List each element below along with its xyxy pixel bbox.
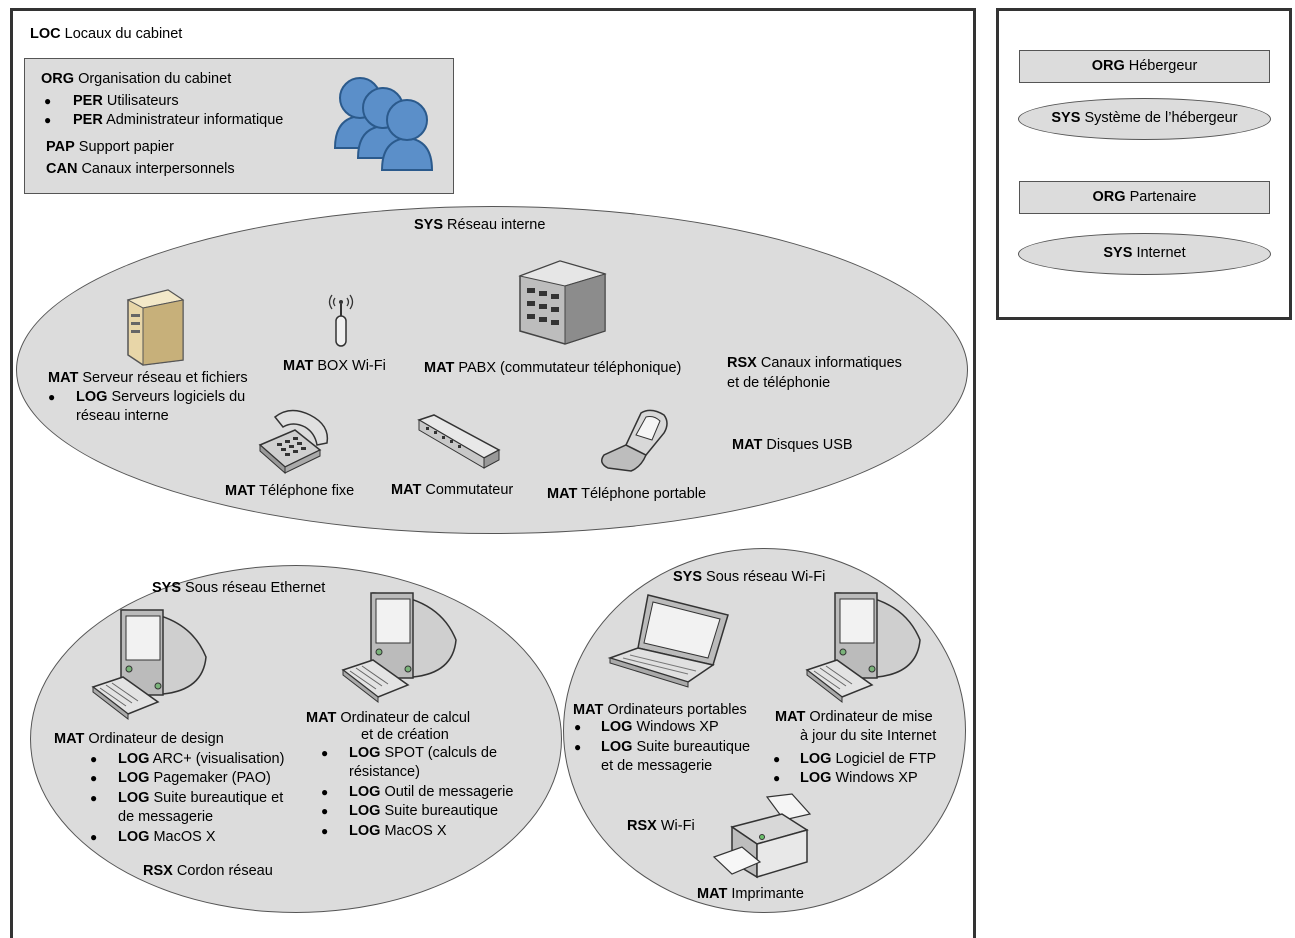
tel-portable-label: MAT Téléphone portable <box>547 486 707 502</box>
pabx-icon <box>518 260 607 345</box>
org-label: ORG Organisation du cabinet <box>41 71 232 87</box>
portables-log-2: LOG Suite bureautique <box>601 739 751 755</box>
calcul-log-4: LOG MacOS X <box>349 823 447 839</box>
bullet: ● <box>321 824 329 838</box>
bullet: ● <box>44 94 52 108</box>
desktop-computer-icon <box>91 609 207 721</box>
rsx-canaux-label-2: et de téléphonie <box>727 375 831 391</box>
bullet: ● <box>321 746 329 760</box>
per-utilisateurs: PER Utilisateurs <box>73 93 179 109</box>
calcul-log-1-line2: résistance) <box>349 764 420 780</box>
loc-label: LOC Locaux du cabinet <box>30 26 183 42</box>
design-label: MAT Ordinateur de design <box>54 731 224 747</box>
printer-icon <box>712 793 812 879</box>
wifi-box-icon <box>328 294 354 347</box>
serveur-log-label: LOG Serveurs logiciels du <box>76 389 246 405</box>
rsx-wifi-label: RSX Wi-Fi <box>627 818 695 834</box>
laptop-icon <box>607 594 729 688</box>
wifi-title: SYS Sous réseau Wi-Fi <box>673 569 826 585</box>
bullet: ● <box>773 752 781 766</box>
bullet: ● <box>321 785 329 799</box>
bullet: ● <box>321 804 329 818</box>
desktop-computer-icon <box>341 592 457 704</box>
switch-icon <box>417 414 501 469</box>
serveur-label: MAT Serveur réseau et fichiers <box>48 370 248 386</box>
usb-label: MAT Disques USB <box>732 437 853 453</box>
tel-fixe-label: MAT Téléphone fixe <box>225 483 355 499</box>
bullet: ● <box>574 740 582 754</box>
reseau-interne-ellipse <box>16 206 968 534</box>
calcul-label-2: et de création <box>361 727 449 743</box>
bullet: ● <box>773 771 781 785</box>
bullet: ● <box>44 113 52 127</box>
portables-label: MAT Ordinateurs portables <box>573 702 747 718</box>
design-log-2: LOG Pagemaker (PAO) <box>118 770 271 786</box>
server-icon <box>126 289 185 366</box>
desk-phone-icon <box>258 409 329 475</box>
box-label: MAT BOX Wi-Fi <box>283 358 386 374</box>
calcul-log-2: LOG Outil de messagerie <box>349 784 514 800</box>
desktop-computer-icon <box>805 592 921 704</box>
locaux-frame <box>10 8 976 938</box>
ethernet-title: SYS Sous réseau Ethernet <box>152 580 326 596</box>
rsx-canaux-label: RSX Canaux informatiques <box>727 355 902 371</box>
rsx-cordon-label: RSX Cordon réseau <box>143 863 273 879</box>
can-label: CAN Canaux interpersonnels <box>46 161 235 177</box>
bullet: ● <box>48 390 56 404</box>
ethernet-ellipse <box>30 565 562 913</box>
bullet: ● <box>574 720 582 734</box>
commutateur-label: MAT Commutateur <box>391 482 514 498</box>
per-admin: PER Administrateur informatique <box>73 112 284 128</box>
mobile-phone-icon <box>601 409 668 472</box>
portables-log-1: LOG Windows XP <box>601 719 719 735</box>
users-icon <box>333 77 434 171</box>
design-log-3-line2: de messagerie <box>118 809 214 825</box>
pap-label: PAP Support papier <box>46 139 174 155</box>
reseau-interne-title: SYS Réseau interne <box>414 217 546 233</box>
design-log-4: LOG MacOS X <box>118 829 216 845</box>
bullet: ● <box>90 830 98 844</box>
serveur-log-label-2: réseau interne <box>76 408 169 424</box>
sys-hebergeur-ellipse: SYS Système de l’hébergeur <box>1018 98 1271 140</box>
maj-label-2: à jour du site Internet <box>800 728 937 744</box>
org-hebergeur-box: ORG Hébergeur <box>1019 50 1270 83</box>
imprimante-label: MAT Imprimante <box>697 886 804 902</box>
bullet: ● <box>90 752 98 766</box>
pabx-label: MAT PABX (commutateur téléphonique) <box>424 360 682 376</box>
org-partenaire-box: ORG Partenaire <box>1019 181 1270 214</box>
maj-log-1: LOG Logiciel de FTP <box>800 751 937 767</box>
sys-internet-ellipse: SYS Internet <box>1018 233 1271 275</box>
bullet: ● <box>90 771 98 785</box>
calcul-log-1: LOG SPOT (calculs de <box>349 745 498 761</box>
calcul-label: MAT Ordinateur de calcul <box>306 710 471 726</box>
design-log-3: LOG Suite bureautique et <box>118 790 284 806</box>
bullet: ● <box>90 791 98 805</box>
calcul-log-3: LOG Suite bureautique <box>349 803 499 819</box>
external-frame <box>996 8 1292 320</box>
maj-label: MAT Ordinateur de mise <box>775 709 933 725</box>
portables-log-2-line2: et de messagerie <box>601 758 713 774</box>
design-log-1: LOG ARC+ (visualisation) <box>118 751 285 767</box>
maj-log-2: LOG Windows XP <box>800 770 918 786</box>
